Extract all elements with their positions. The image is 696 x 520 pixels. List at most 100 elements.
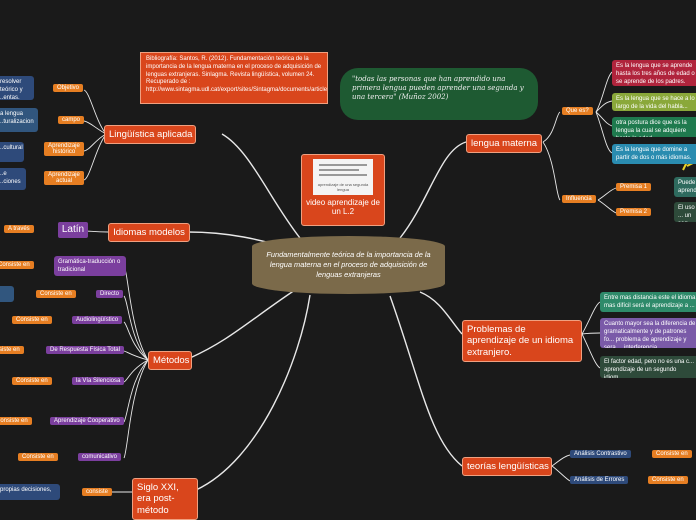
tag-objetivo[interactable]: Objetivo [53, 84, 84, 92]
detail-text: a lengua ..turalizacion [0, 111, 34, 126]
tag-label: Consiste en [16, 378, 48, 384]
method-label: Directo [100, 291, 120, 297]
detail-text: ..cultural [0, 145, 23, 151]
objetivo-detail[interactable]: resolver teórico y ..entas. [0, 76, 34, 100]
tag-analisis-errores[interactable]: Análisis de Errores [570, 476, 629, 484]
topic-label: Lingüística aplicada [109, 129, 193, 140]
tag-label: Aprendizaje histórico [48, 143, 80, 155]
problema-text: Entre mas distancia este el idioma mas d… [604, 295, 696, 310]
central-topic-text: Fundamentalmente teórica de la importanc… [266, 250, 431, 279]
definition-4[interactable]: Es la lengua que domine a partir de dos … [612, 144, 696, 164]
definition-text: Es la lengua que domine a partir de dos … [616, 147, 692, 162]
tag-a-traves[interactable]: A través [4, 225, 34, 233]
problema-text: Cuanto mayor sea la diferencia de gramat… [604, 321, 696, 348]
tag-premisa-2[interactable]: Premisa 2 [616, 208, 652, 216]
quote-callout[interactable]: "todas las personas que han aprendido un… [340, 68, 538, 120]
topic-label: Problemas de aprendizaje de un idioma ex… [467, 324, 574, 358]
tag-consiste-en[interactable]: Consiste en [648, 476, 688, 484]
tag-label: Análisis Contrastivo [574, 451, 627, 457]
topic-metodos[interactable]: Métodos [148, 351, 192, 370]
topic-linguistica-aplicada[interactable]: Lingüística aplicada [104, 125, 196, 144]
method-label: Gramática-traducción o tradicional [58, 259, 121, 274]
topic-idiomas-modelos[interactable]: Idiomas modelos [108, 223, 190, 242]
video-thumbnail-caption: aprendizaje de una segunda lengua [317, 182, 369, 192]
problema-2[interactable]: Cuanto mayor sea la diferencia de gramat… [600, 318, 696, 348]
method-gramatica-traduccion[interactable]: Gramática-traducción o tradicional [54, 256, 126, 276]
tag-consiste-en[interactable]: Consiste en [0, 346, 24, 354]
method-directo[interactable]: Directo [96, 290, 124, 298]
campo-detail[interactable]: a lengua ..turalizacion [0, 108, 38, 132]
problema-text: El factor edad, pero no es una c... apre… [604, 359, 695, 378]
tag-label: Premisa 1 [620, 184, 648, 190]
siglo-detail[interactable]: propias decisiones, [0, 484, 60, 500]
tag-label: consiste [86, 489, 109, 495]
definition-2[interactable]: Es la lengua que se hace a lo largo de l… [612, 93, 696, 111]
latin-node[interactable]: Latín [58, 222, 88, 238]
definition-text: Es la lengua que se hace a lo largo de l… [616, 96, 695, 111]
tag-label: Consiste en [652, 477, 684, 483]
method-label: Aprendizaje Cooperativo [54, 418, 120, 424]
definition-3[interactable]: otra postura dice que es la lengua la cu… [612, 117, 696, 137]
tag-consiste-en[interactable]: Consiste en [0, 261, 34, 269]
method-audiolinguistico[interactable]: Audiolingüístico [72, 316, 123, 324]
detail-text: Puede aprend... [678, 180, 696, 195]
tag-aprendizaje-actual[interactable]: Aprendizaje actual [44, 171, 84, 185]
definition-1[interactable]: Es la lengua que se aprende hasta los tr… [612, 60, 696, 86]
topic-label: teorías lengüísticas [467, 461, 549, 472]
definition-text: otra postura dice que es la lengua la cu… [616, 120, 687, 137]
topic-label: Siglo XXI, era post-método [137, 482, 179, 516]
tag-premisa-1[interactable]: Premisa 1 [616, 183, 652, 191]
tag-label: Análisis de Errores [574, 477, 625, 483]
tag-label: Aprendizaje actual [48, 172, 80, 184]
detail-text: propias decisiones, [0, 487, 52, 493]
tag-consiste-en[interactable]: Consiste en [36, 290, 76, 298]
tag-label: Consiste en [22, 454, 54, 460]
tag-consiste-en[interactable]: Consiste en [652, 450, 692, 458]
premisa-1-detail[interactable]: Puede aprend... [674, 177, 696, 197]
tag-label: Objetivo [57, 85, 80, 91]
detail-text: resolver teórico y ..entas. [0, 79, 23, 100]
tag-consiste-en[interactable]: Consiste en [18, 453, 58, 461]
problema-3[interactable]: El factor edad, pero no es una c... apre… [600, 356, 696, 378]
tag-campo[interactable]: campo [58, 116, 85, 124]
definition-text: Es la lengua que se aprende hasta los tr… [616, 63, 695, 86]
topic-label: Métodos [153, 355, 190, 366]
tag-consiste-en[interactable]: Consiste en [0, 417, 32, 425]
method-aprendizaje-cooperativo[interactable]: Aprendizaje Cooperativo [50, 417, 124, 425]
tag-label: Consiste en [0, 262, 30, 268]
video-node[interactable]: aprendizaje de una segunda lengua video … [301, 154, 385, 226]
tag-label: campo [62, 117, 81, 123]
tag-label: Consiste en [40, 291, 72, 297]
tag-label: Premisa 2 [620, 209, 648, 215]
tag-influencia[interactable]: Influencia [562, 195, 596, 203]
tag-label: Consiste en [0, 418, 28, 424]
method-via-silenciosa[interactable]: la Vía Silenciosa [72, 377, 125, 385]
video-thumbnail[interactable]: aprendizaje de una segunda lengua [313, 159, 373, 195]
historico-detail[interactable]: ..cultural [0, 142, 24, 162]
detail-text: El uso ... un seg... [678, 205, 695, 222]
detail-text: ..e ..ciones [0, 171, 21, 186]
tag-consiste-en[interactable]: Consiste en [12, 316, 52, 324]
central-topic[interactable]: Fundamentalmente teórica de la importanc… [252, 236, 445, 294]
tag-analisis-contrastivo[interactable]: Análisis Contrastivo [570, 450, 631, 458]
tag-label: Consiste en [16, 317, 48, 323]
tag-aprendizaje-historico[interactable]: Aprendizaje histórico [44, 142, 84, 156]
topic-problemas-aprendizaje[interactable]: Problemas de aprendizaje de un idioma ex… [462, 320, 582, 363]
topic-siglo-xxi[interactable]: Siglo XXI, era post-método [132, 478, 198, 520]
bibliography-text: Bibliografía: Santos, R. (2012). Fundame… [146, 56, 328, 94]
tag-que-es[interactable]: Que es? [562, 107, 593, 115]
topic-lengua-materna[interactable]: lengua materna [466, 134, 542, 153]
method-respuesta-fisica-total[interactable]: De Respuesta Física Total [46, 346, 124, 354]
premisa-2-detail[interactable]: El uso ... un seg... [674, 202, 696, 222]
problema-1[interactable]: Entre mas distancia este el idioma mas d… [600, 292, 696, 312]
method-comunicativo[interactable]: comunicativo [78, 453, 122, 461]
bibliography-note[interactable]: Bibliografía: Santos, R. (2012). Fundame… [140, 52, 328, 104]
method-label: Audiolingüístico [76, 317, 119, 323]
topic-teorias-linguisticas[interactable]: teorías lengüísticas [462, 457, 552, 476]
tag-label: Consiste en [656, 451, 688, 457]
tag-consiste[interactable]: consiste [82, 488, 113, 496]
tag-consiste-en[interactable]: Consiste en [12, 377, 52, 385]
method-label: comunicativo [82, 454, 118, 460]
actual-detail[interactable]: ..e ..ciones [0, 168, 26, 190]
